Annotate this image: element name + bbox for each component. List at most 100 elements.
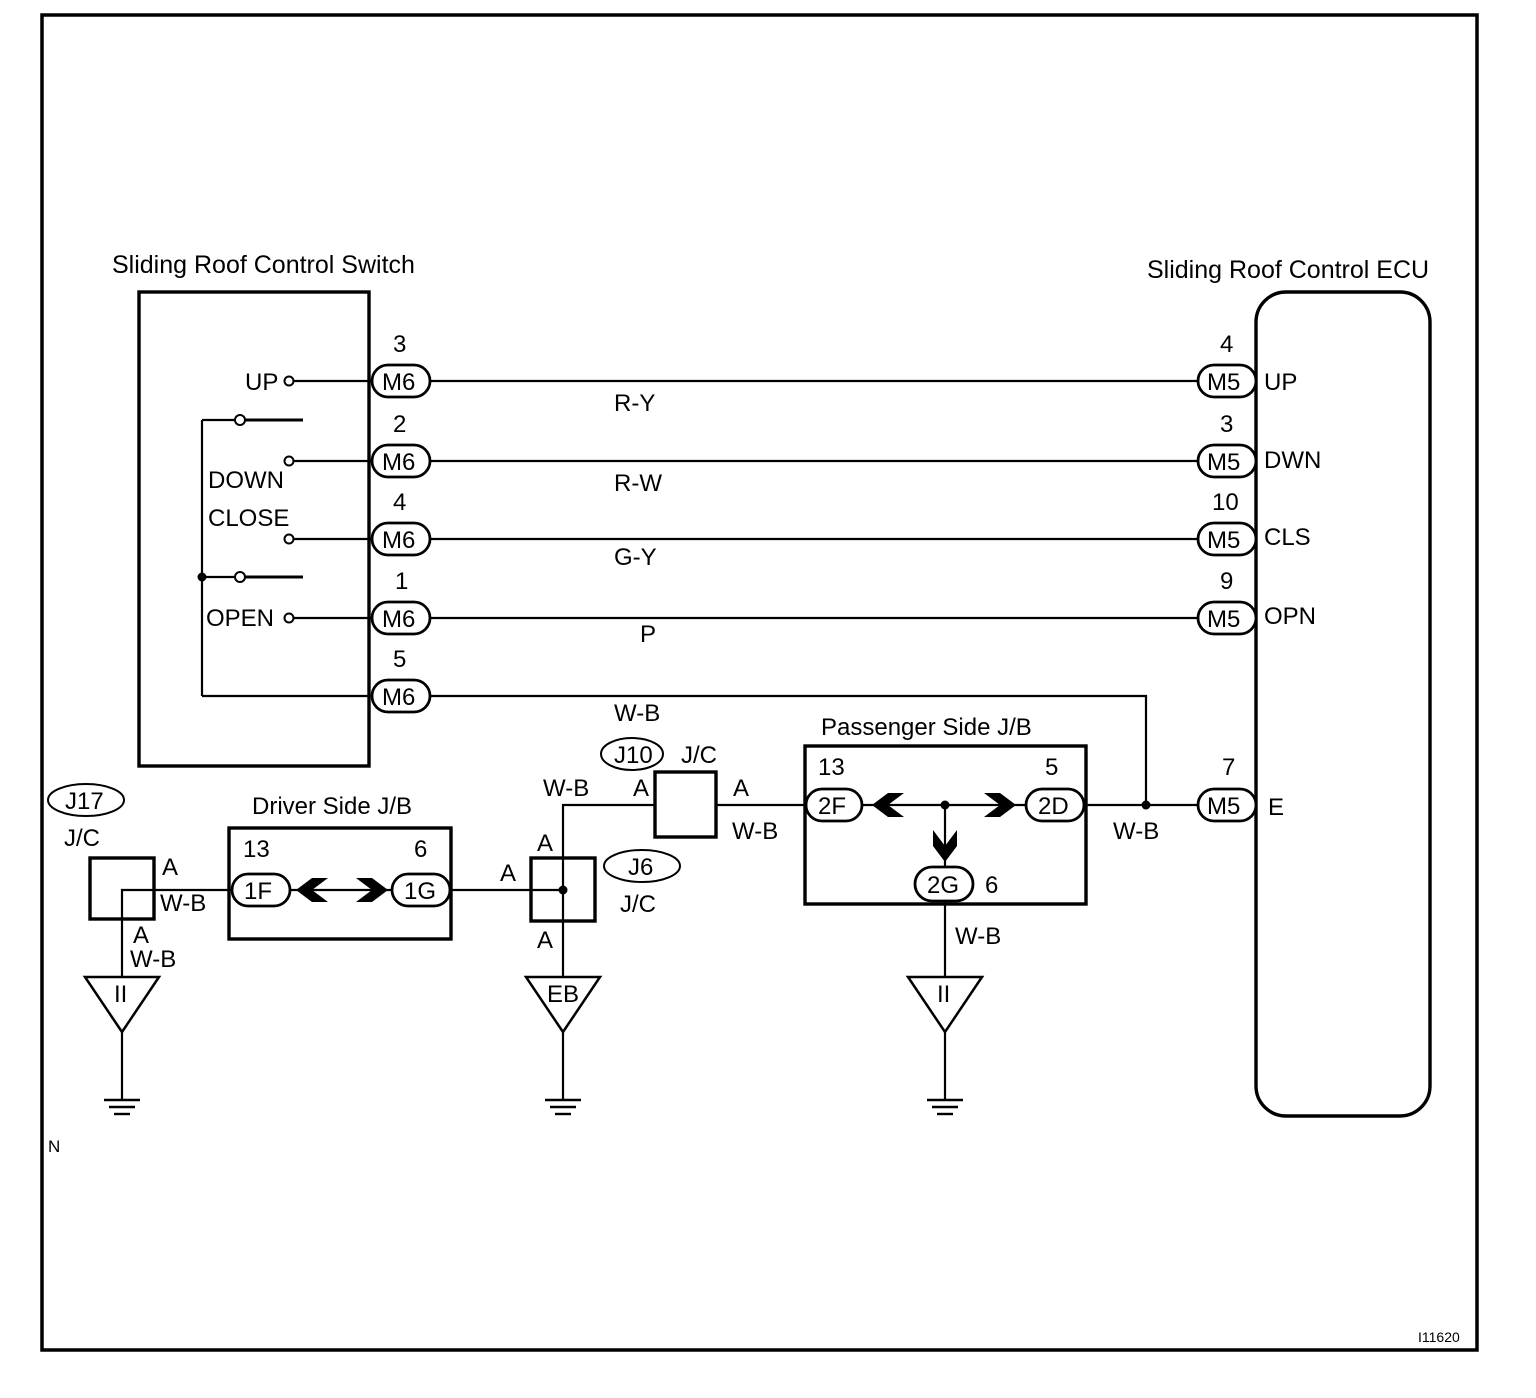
- j17-type: J/C: [64, 825, 100, 852]
- m6-pin-3: 3: [393, 331, 406, 358]
- m6-label: M6: [382, 449, 415, 476]
- passenger-jb-pin-5: 5: [1045, 754, 1058, 781]
- m5-label: M5: [1207, 369, 1240, 396]
- m5-pin-4: 4: [1220, 331, 1233, 358]
- ground-icon: [104, 1098, 140, 1116]
- m5-pin-9: 9: [1220, 568, 1233, 595]
- ecu-terminal-up: UP: [1264, 369, 1297, 396]
- wire-color-r-w: R-W: [614, 470, 662, 497]
- m5-connector: [1196, 363, 1258, 399]
- m6-pin-2: 2: [393, 411, 406, 438]
- wire-color-w-b: W-B: [732, 818, 778, 845]
- m5-pin-3: 3: [1220, 411, 1233, 438]
- ground-icon: [927, 1098, 963, 1116]
- m6-label: M6: [382, 606, 415, 633]
- ground-point-3: II: [905, 975, 985, 1116]
- m5-connector: [1196, 443, 1258, 479]
- chevron-down-icon: [933, 830, 957, 862]
- switch-title: Sliding Roof Control Switch: [112, 251, 415, 279]
- driver-jb-pin-6: 6: [414, 836, 427, 863]
- passenger-jb-connector-2g: [913, 865, 975, 903]
- wire-color-w-b: W-B: [130, 946, 176, 973]
- driver-jb-box: [227, 826, 453, 941]
- ground-label: EB: [547, 981, 579, 1008]
- j17-id: J17: [65, 788, 104, 815]
- j10-id: J10: [614, 742, 653, 769]
- ecu-terminal-dwn: DWN: [1264, 447, 1321, 474]
- ground-label: II: [937, 981, 950, 1008]
- m6-connector: [370, 600, 432, 636]
- wire-color-w-b: W-B: [543, 775, 589, 802]
- driver-jb-connector-1g: [390, 872, 452, 908]
- ground-point-2: EB: [523, 975, 603, 1116]
- ecu-title: Sliding Roof Control ECU: [1147, 256, 1429, 284]
- ecu-box: [1254, 290, 1432, 1118]
- m6-connector: [370, 363, 432, 399]
- passenger-jb-connector-label: 2G: [927, 872, 959, 899]
- splice-point: [1141, 800, 1151, 810]
- wire-color-w-b: W-B: [614, 700, 660, 727]
- j6-pin-a: A: [537, 830, 553, 857]
- j10-pin-a: A: [633, 775, 649, 802]
- m6-pin-5: 5: [393, 646, 406, 673]
- passenger-jb-title: Passenger Side J/B: [821, 714, 1032, 741]
- ecu-terminal-e: E: [1268, 794, 1284, 821]
- m5-label: M5: [1207, 527, 1240, 554]
- m5-connector: [1196, 521, 1258, 557]
- driver-jb-pin-13: 13: [243, 836, 270, 863]
- m5-label: M5: [1207, 793, 1240, 820]
- figure-code: I11620: [1418, 1329, 1460, 1345]
- switch-terminal-open: OPEN: [206, 605, 274, 632]
- wire-color-w-b: W-B: [1113, 818, 1159, 845]
- m5-label: M5: [1207, 606, 1240, 633]
- m5-pin-10: 10: [1212, 489, 1239, 516]
- diagram-frame: [40, 13, 1479, 1352]
- connector-m5-group: 4 M5 3 M5 10 M5 9 M5 7 M5: [1196, 331, 1258, 823]
- j6-badge: [603, 849, 681, 883]
- passenger-jb-pin-6: 6: [985, 872, 998, 899]
- m6-pin-4: 4: [393, 489, 406, 516]
- j17-pin-a: A: [133, 922, 149, 949]
- j6-pin-a: A: [537, 927, 553, 954]
- ground-point-1: II: [82, 975, 162, 1116]
- j6-type: J/C: [620, 891, 656, 918]
- j6-pin-a: A: [500, 860, 516, 887]
- switch-terminal-up: UP: [245, 369, 278, 396]
- j6-id: J6: [628, 854, 653, 881]
- m6-label: M6: [382, 527, 415, 554]
- ground-icon: [545, 1098, 581, 1116]
- corner-mark: N: [48, 1137, 60, 1156]
- j17-badge: [47, 783, 125, 817]
- ecu-terminal-cls: CLS: [1264, 524, 1311, 551]
- passenger-jb-connector-2d: [1024, 787, 1086, 823]
- chevron-left-icon: [296, 878, 328, 902]
- chevron-right-icon: [984, 793, 1016, 817]
- chevron-left-icon: [872, 793, 904, 817]
- m5-pin-7: 7: [1222, 754, 1235, 781]
- passenger-jb-connector-label: 2D: [1038, 793, 1069, 820]
- m6-connector: [370, 521, 432, 557]
- wire-color-g-y: G-Y: [614, 544, 657, 571]
- driver-jb-title: Driver Side J/B: [252, 793, 412, 820]
- m6-connector: [370, 678, 432, 714]
- switch-internals: UP DOWN CLOSE OPEN: [197, 369, 372, 698]
- j10-pin-a: A: [733, 775, 749, 802]
- ecu-terminal-opn: OPN: [1264, 603, 1316, 630]
- m5-label: M5: [1207, 449, 1240, 476]
- passenger-jb-pin-13: 13: [818, 754, 845, 781]
- wire-color-w-b: W-B: [160, 890, 206, 917]
- switch-terminal-down: DOWN: [208, 467, 284, 494]
- ground-label: II: [114, 981, 127, 1008]
- wire-color-p: P: [640, 621, 656, 648]
- driver-jb-connector-label: 1F: [244, 878, 272, 905]
- signal-wires: [430, 379, 1198, 805]
- connector-m6-group: 3 M6 2 M6 4 M6 1 M6 5 M6: [370, 331, 432, 714]
- driver-jb-connector-label: 1G: [404, 878, 436, 905]
- m5-connector: [1196, 600, 1258, 636]
- switch-box: [137, 290, 371, 768]
- wire-color-w-b: W-B: [955, 923, 1001, 950]
- j10-box: [653, 770, 718, 839]
- wire-color-r-y: R-Y: [614, 390, 655, 417]
- chevron-right-icon: [356, 878, 388, 902]
